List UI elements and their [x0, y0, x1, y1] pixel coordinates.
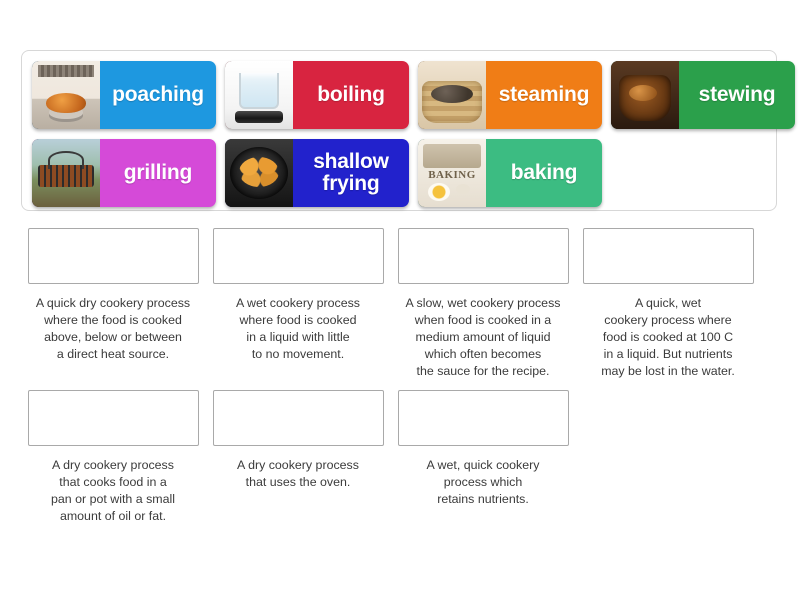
tile-row-1: poaching boiling steaming stewing: [32, 61, 795, 129]
answer-cell: A quick, wet cookery process where food …: [576, 228, 760, 380]
baking-ingredients-thumb: BAKING: [418, 139, 486, 207]
tile-boiling[interactable]: boiling: [225, 61, 409, 129]
answer-grid: A quick dry cookery process where the fo…: [21, 228, 779, 525]
answer-description: A quick dry cookery process where the fo…: [35, 296, 191, 361]
tile-label: baking: [510, 161, 578, 185]
answer-description: A slow, wet cookery process when food is…: [405, 296, 561, 378]
tile-baking[interactable]: BAKING baking: [418, 139, 602, 207]
answer-cell: A wet cookery process where food is cook…: [206, 228, 390, 380]
answer-cell: A slow, wet cookery process when food is…: [391, 228, 575, 380]
tile-label: boiling: [317, 83, 385, 107]
answer-description: A quick, wet cookery process where food …: [601, 296, 735, 378]
bamboo-steamer-thumb: [418, 61, 486, 129]
drop-box[interactable]: [397, 389, 569, 446]
drop-box[interactable]: [27, 228, 199, 284]
tile-shallow-frying[interactable]: shallow frying: [225, 139, 409, 207]
answer-description: A wet, quick cookery process which retai…: [426, 457, 540, 506]
stew-pot-thumb: [611, 61, 679, 129]
tile-steaming[interactable]: steaming: [418, 61, 602, 129]
tile-grilling[interactable]: grilling: [32, 139, 216, 207]
answer-cell: A quick dry cookery process where the fo…: [21, 228, 205, 380]
answer-description: A dry cookery process that uses the oven…: [237, 457, 359, 489]
answer-cell: A dry cookery process that cooks food in…: [21, 389, 205, 525]
answer-area: A quick dry cookery process where the fo…: [21, 228, 779, 525]
tile-label: stewing: [698, 83, 776, 107]
tile-poaching[interactable]: poaching: [32, 61, 216, 129]
answer-description: A wet cookery process where food is cook…: [236, 296, 360, 361]
tile-label: steaming: [498, 83, 590, 107]
tile-row-2: grilling shallow frying BAKING baking: [32, 139, 602, 207]
frying-pan-thumb: [225, 139, 293, 207]
drop-box[interactable]: [27, 389, 199, 446]
draggable-tile-bank: poaching boiling steaming stewing: [21, 50, 795, 211]
baking-thumb-word: BAKING: [428, 169, 476, 181]
answer-cell: A wet, quick cookery process which retai…: [391, 389, 575, 525]
boiling-water-glass-thumb: [225, 61, 293, 129]
tile-stewing[interactable]: stewing: [611, 61, 795, 129]
drop-box[interactable]: [212, 228, 384, 284]
tile-label: poaching: [112, 83, 204, 107]
answer-description: A dry cookery process that cooks food in…: [51, 457, 175, 523]
drop-box[interactable]: [212, 389, 384, 446]
roast-in-oven-thumb: [32, 61, 100, 129]
drop-box[interactable]: [582, 228, 754, 284]
tile-label: shallow frying: [313, 150, 389, 195]
bbq-grill-thumb: [32, 139, 100, 207]
drop-box[interactable]: [397, 228, 569, 284]
answer-cell: A dry cookery process that uses the oven…: [206, 389, 390, 525]
tile-label: grilling: [123, 161, 193, 185]
